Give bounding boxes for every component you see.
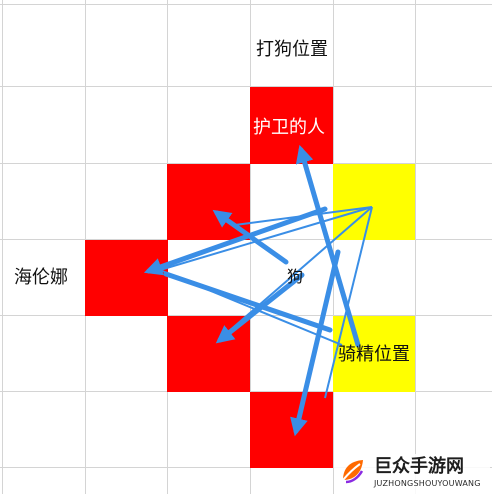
watermark-url: JUZHONGSHOUYOUWANG [374,479,481,488]
arrow-to-guard [295,144,361,348]
red-cell-helena [85,240,168,316]
dog-label: 狗 [287,267,304,286]
arrow-to-lower-left [215,272,305,344]
helena-label: 海伦娜 [14,267,68,288]
arrow-to-bottom [290,249,341,437]
arrow-helena-to-dog-area [163,271,333,333]
yellow-cell-mount [333,316,415,392]
colored-cells [85,87,415,468]
route-line-to-helena [159,206,373,271]
guard-label: 护卫的人 [253,117,325,138]
leaf-logo-icon [342,460,364,484]
route-line-to-lower-left [227,206,373,333]
red-cell-guard [250,87,333,164]
yellow-cell-upper [333,164,415,240]
thick-arrows [143,144,361,437]
dog-position-label: 打狗位置 [256,39,328,60]
arrow-to-helena [143,206,328,276]
route-line-to-bottom [324,206,373,399]
watermark-brand: 巨众手游网 [374,456,464,477]
mount-position-label: 骑精位置 [338,344,410,365]
red-cell-bottom [250,392,333,468]
watermark: 巨众手游网 JUZHONGSHOUYOUWANG [334,454,490,494]
